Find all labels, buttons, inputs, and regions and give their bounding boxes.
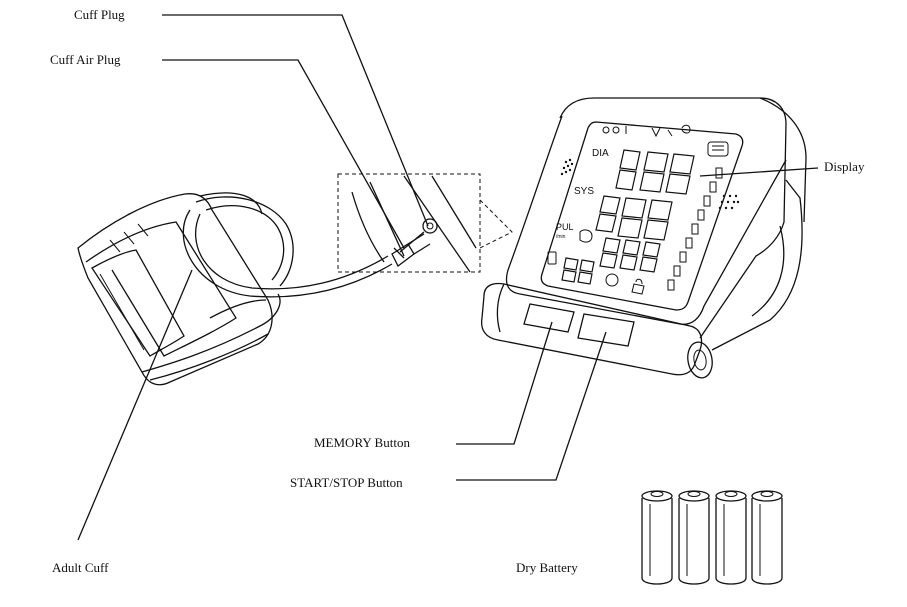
monitor-body <box>480 97 807 379</box>
bp-level-bars <box>667 167 723 291</box>
lcd-pul-label: PUL <box>556 222 574 232</box>
leader-lines <box>77 14 819 541</box>
heart-icon <box>579 229 593 243</box>
adult-cuff-drawing <box>77 192 431 386</box>
label-start-stop-button: START/STOP Button <box>290 475 403 490</box>
leader-cuff-air-plug <box>162 59 405 249</box>
lcd-sys-label: SYS <box>574 186 594 197</box>
battery-3 <box>715 490 747 585</box>
leader-adult-cuff <box>77 269 193 541</box>
battery-2 <box>678 490 710 585</box>
leader-cuff-plug <box>162 14 429 227</box>
memory-button-shape[interactable] <box>523 303 575 333</box>
leader-display <box>699 167 819 177</box>
battery-1 <box>641 490 673 585</box>
label-cuff-plug: Cuff Plug <box>74 7 125 22</box>
pul-digits <box>599 237 661 273</box>
label-dry-battery: Dry Battery <box>516 560 578 575</box>
leader-memory-button <box>456 321 553 445</box>
sys-digits <box>595 195 673 241</box>
lcd-dia-label: DIA <box>592 148 609 159</box>
lcd-display <box>540 121 744 311</box>
user-icon <box>605 273 619 287</box>
label-display: Display <box>824 159 865 174</box>
speaker-grille-right <box>718 194 740 210</box>
battery-4 <box>751 490 783 585</box>
lock-icon <box>631 278 645 295</box>
leader-start-stop-button <box>456 331 607 481</box>
plug-detail-box <box>337 173 513 273</box>
label-memory-button: MEMORY Button <box>314 435 410 450</box>
lcd-pul-unit: /min <box>556 234 566 240</box>
label-cuff-air-plug: Cuff Air Plug <box>50 52 121 67</box>
start-stop-button-shape[interactable] <box>577 313 635 347</box>
memory-digits <box>561 257 595 285</box>
speaker-grille-left <box>560 158 574 176</box>
battery-icon <box>547 251 557 265</box>
batteries <box>641 490 783 585</box>
dia-digits <box>615 149 695 195</box>
label-adult-cuff: Adult Cuff <box>52 560 109 575</box>
